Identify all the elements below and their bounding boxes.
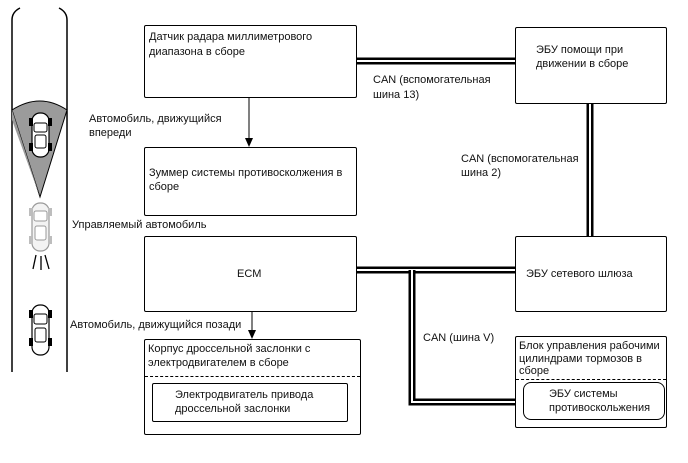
throttle-motor-box: Электродвигатель привода дроссельной зас… bbox=[152, 383, 348, 422]
radar-sensor-label-2: диапазона в сборе bbox=[149, 46, 245, 58]
rear-car-icon bbox=[29, 304, 52, 356]
throttle-body-label-1: Корпус дроссельной заслонки с bbox=[148, 343, 311, 355]
can-bus-lines bbox=[357, 57, 594, 406]
front-car-icon bbox=[29, 112, 52, 158]
throttle-motor-label-1: Электродвигатель привода bbox=[175, 389, 314, 401]
antiskid-ecu-label-2: противоскольжения bbox=[549, 402, 651, 414]
ecm-box: ECM bbox=[144, 236, 357, 312]
driving-assist-ecu-box: ЭБУ помощи при движении в сборе bbox=[515, 27, 667, 104]
gateway-ecu-label: ЭБУ сетевого шлюза bbox=[526, 268, 633, 280]
front-car-label-2: впереди bbox=[89, 127, 132, 139]
antiskid-ecu-box: ЭБУ системы противоскольжения bbox=[523, 382, 665, 420]
radar-sensor-label-1: Датчик радара миллиметрового bbox=[149, 31, 313, 43]
own-car-icon bbox=[29, 202, 52, 270]
assist-ecu-label-1: ЭБУ помощи при bbox=[536, 44, 624, 56]
can-bus-2-label-1: CAN (вспомогательная bbox=[461, 153, 579, 165]
buzzer-label-1: Зуммер системы противосколжения в bbox=[149, 167, 343, 179]
ecm-label: ECM bbox=[237, 268, 262, 280]
rear-car-label: Автомобиль, движущийся позади bbox=[70, 319, 242, 331]
radar-sensor-box: Датчик радара миллиметрового диапазона в… bbox=[144, 25, 357, 98]
gateway-ecu-box: ЭБУ сетевого шлюза bbox=[515, 236, 667, 312]
throttle-motor-label-2: дроссельной заслонки bbox=[175, 403, 291, 415]
brake-block-label-3: сборе bbox=[519, 365, 550, 377]
can-bus-v-label: CAN (шина V) bbox=[423, 332, 495, 344]
signal-arrows bbox=[245, 97, 256, 339]
throttle-body-label-2: электродвигателем в сборе bbox=[148, 357, 289, 369]
can-bus-2-label-2: шина 2) bbox=[461, 167, 501, 179]
brake-control-block-box: Блок управления рабочими цилиндрами торм… bbox=[515, 336, 667, 428]
assist-ecu-label-2: движении в сборе bbox=[536, 58, 629, 70]
brake-block-label-1: Блок управления рабочими bbox=[519, 340, 660, 352]
own-car-label: Управляемый автомобиль bbox=[72, 219, 207, 231]
can-bus-13-label-2: шина 13) bbox=[373, 89, 420, 101]
buzzer-label-2: сборе bbox=[149, 181, 180, 193]
anticollision-buzzer-box: Зуммер системы противосколжения в сборе bbox=[144, 147, 357, 216]
front-car-label-1: Автомобиль, движущийся bbox=[89, 113, 222, 125]
throttle-body-box: Корпус дроссельной заслонки с электродви… bbox=[144, 339, 361, 435]
road bbox=[11, 7, 68, 372]
can-bus-13-label-1: CAN (вспомогательная bbox=[373, 74, 491, 86]
antiskid-ecu-label-1: ЭБУ системы bbox=[549, 388, 618, 400]
brake-block-label-2: цилиндрами тормозов в bbox=[519, 353, 642, 365]
